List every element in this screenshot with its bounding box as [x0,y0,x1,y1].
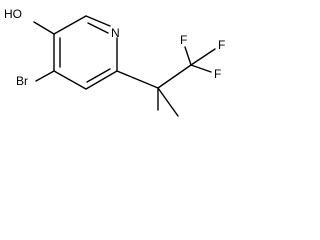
bond-c3-c2 [53,15,87,35]
double-bond-c2-n1 [87,22,109,34]
atom-label-fluorine-top: F [180,33,187,47]
bond-cq-methyl-down [157,87,179,117]
bond-c2-n1 [85,15,111,27]
molecule-diagram: HO N Br F F F [0,0,234,128]
atom-label-fluorine-bottom: F [214,67,221,81]
bond-c6-c5 [85,70,118,90]
bond-c4-br [35,70,55,82]
bond-c3-oh [33,21,55,35]
structure-svg: HO N Br F F F [4,7,225,117]
quaternary-carbon [157,64,192,117]
bond-cq-cf3 [157,64,192,89]
atom-label-bromine: Br [16,74,28,88]
atom-label-nitrogen: N [111,26,120,40]
bond-cf-top [184,46,192,66]
double-bond-c6-c5 [86,68,111,83]
bond-cf-right [190,48,216,66]
bond-c6-cq [116,70,159,89]
pyridine-ring [53,15,118,90]
trifluoromethyl-group [184,46,216,73]
bond-c5-c4 [53,70,87,90]
atom-label-hydroxyl: HO [4,7,22,21]
bond-cf-bottom [190,64,212,73]
atom-label-fluorine-right: F [218,38,225,52]
